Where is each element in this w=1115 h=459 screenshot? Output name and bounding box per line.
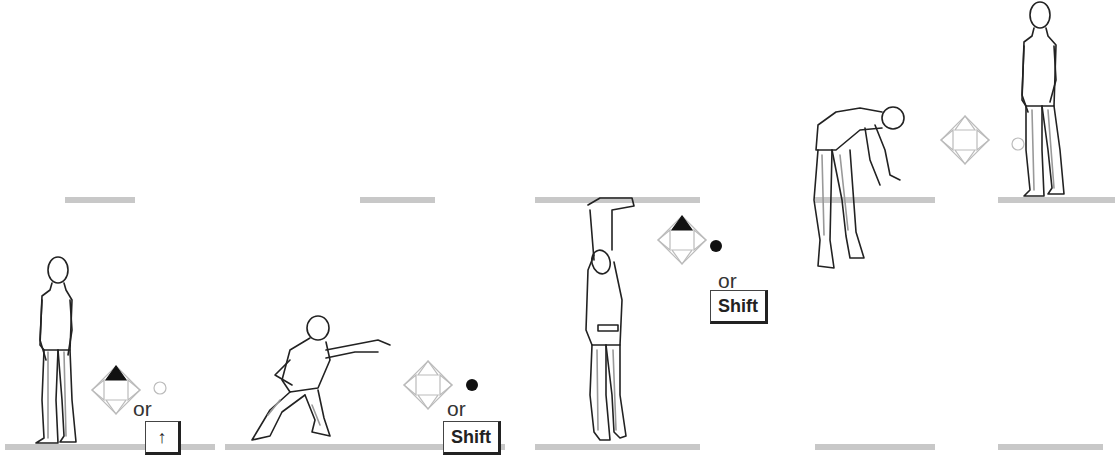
figures (36, 2, 1064, 443)
button-circle (710, 240, 722, 252)
or-label: or (447, 398, 466, 419)
key-cap: Shift (443, 421, 501, 455)
key-label: Shift (451, 428, 491, 446)
button-circle (154, 382, 166, 394)
key-cap: Shift (710, 290, 768, 324)
direction-pad (92, 366, 140, 414)
ledges (5, 197, 1115, 450)
direction-pad (404, 361, 452, 409)
or-label: or (718, 270, 737, 291)
hanging-figure (586, 198, 634, 440)
or-label: or (133, 398, 152, 419)
key-cap: ↑ (145, 421, 181, 455)
bending-figure (814, 107, 904, 268)
direction-pad (941, 116, 989, 164)
key-label: ↑ (158, 428, 167, 446)
jumping-figure (252, 316, 390, 440)
standing-figure (1022, 2, 1064, 196)
standing-figure (36, 257, 76, 443)
button-circle (1012, 138, 1024, 150)
key-label: Shift (718, 297, 758, 315)
button-circle (466, 379, 478, 391)
direction-pad (658, 216, 706, 264)
